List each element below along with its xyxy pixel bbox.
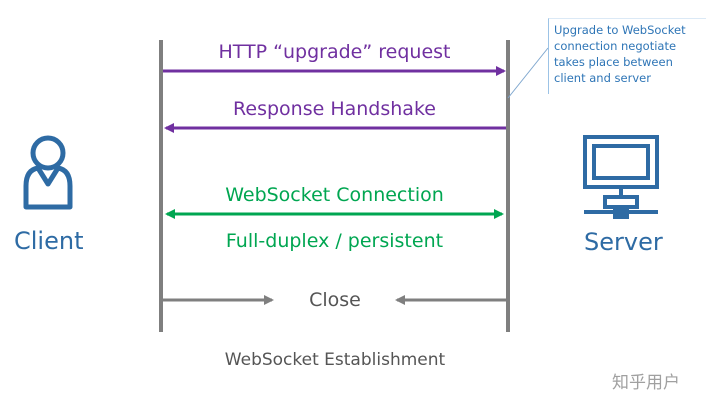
server-computer-icon <box>583 135 659 219</box>
note-line: Upgrade to WebSocket <box>554 23 686 37</box>
response-handshake-label: Response Handshake <box>233 98 436 120</box>
server-label: Server <box>584 228 663 256</box>
note-line: takes place between <box>554 55 673 69</box>
note-line: connection negotiate <box>554 39 677 53</box>
note-line: client and server <box>554 71 651 85</box>
user-icon <box>23 135 73 210</box>
websocket-connection-label: WebSocket Connection <box>225 184 444 206</box>
diagram-caption: WebSocket Establishment <box>224 350 446 370</box>
watermark: 知乎用户 <box>612 373 680 393</box>
upgrade-request-label: HTTP “upgrade” request <box>218 41 451 63</box>
upgrade-note: Upgrade to WebSocket connection negotiat… <box>548 18 706 94</box>
note-connector <box>507 47 549 99</box>
client-label: Client <box>14 227 84 255</box>
close-label: Close <box>309 289 361 311</box>
full-duplex-label: Full-duplex / persistent <box>225 230 444 252</box>
